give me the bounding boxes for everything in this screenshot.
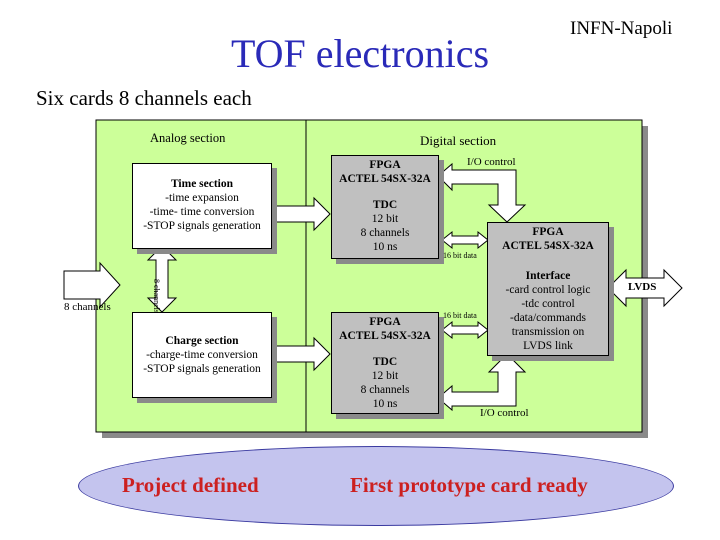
time-to-tdc-arrow	[269, 196, 331, 232]
fpga-top-sub: TDC	[372, 199, 398, 211]
charge-section-line: -charge-time conversion	[146, 349, 258, 361]
fpga-interface-line: LVDS link	[523, 340, 573, 352]
status-project-defined: Project defined	[122, 473, 259, 497]
page-subtitle: Six cards 8 channels each	[36, 86, 252, 110]
fpga-bottom-line: 12 bit	[371, 370, 399, 382]
fpga-interface-sub: Interface	[525, 270, 571, 282]
time-section-line: -time- time conversion	[149, 206, 255, 218]
fpga-bottom-sub: TDC	[372, 356, 398, 368]
fpga-tdc-top-box: FPGA ACTEL 54SX-32A TDC 12 bit 8 channel…	[331, 155, 439, 259]
fpga-interface-line: -data/commands	[509, 312, 586, 324]
fpga-tdc-bottom-box: FPGA ACTEL 54SX-32A TDC 12 bit 8 channel…	[331, 312, 439, 414]
status-ellipse	[78, 446, 674, 526]
lvds-arrow	[607, 268, 683, 308]
fpga-top-line: 10 ns	[372, 241, 398, 253]
fpga-interface-line: -card control logic	[505, 284, 591, 296]
time-section-box: Time section -time expansion -time- time…	[132, 163, 272, 249]
charge-section-title: Charge section	[165, 335, 239, 347]
status-prototype-ready: First prototype card ready	[350, 473, 588, 497]
fpga-interface-title: FPGA	[532, 226, 564, 238]
fpga-bottom-line: 10 ns	[372, 398, 398, 410]
fpga-top-model: ACTEL 54SX-32A	[339, 173, 431, 185]
analog-section-label: Analog section	[150, 131, 226, 145]
charge-section-line: -STOP signals generation	[143, 363, 261, 375]
fpga-top-line: 8 channels	[360, 227, 410, 239]
fpga-interface-model: ACTEL 54SX-32A	[502, 240, 594, 252]
time-section-line: -STOP signals generation	[143, 220, 261, 232]
fpga-top-title: FPGA	[369, 159, 401, 171]
page-title: TOF electronics	[230, 31, 490, 76]
input-channels-label: 8 channels	[64, 301, 111, 313]
data-bus-bottom-label: 16 bit data	[443, 311, 477, 320]
input-arrow	[63, 261, 121, 309]
digital-section-label: Digital section	[420, 133, 497, 148]
analog-link-label: 8 channels	[152, 279, 161, 313]
charge-to-tdc-arrow	[269, 336, 331, 372]
org-label: INFN-Napoli	[570, 18, 673, 39]
fpga-top-line: 12 bit	[371, 213, 399, 225]
fpga-interface-line: transmission on	[511, 326, 585, 338]
time-section-title: Time section	[170, 178, 234, 190]
fpga-bottom-line: 8 channels	[360, 384, 410, 396]
fpga-interface-line: -tdc control	[521, 298, 575, 310]
fpga-bottom-title: FPGA	[369, 316, 401, 328]
charge-section-box: Charge section -charge-time conversion -…	[132, 312, 272, 398]
io-control-bottom-label: I/O control	[480, 407, 529, 419]
fpga-interface-box: FPGA ACTEL 54SX-32A Interface -card cont…	[487, 222, 609, 356]
data-bus-top-label: 16 bit data	[443, 251, 477, 260]
fpga-bottom-model: ACTEL 54SX-32A	[339, 330, 431, 342]
time-section-line: -time expansion	[165, 192, 239, 204]
lvds-label: LVDS	[628, 281, 657, 293]
io-control-top-label: I/O control	[467, 156, 516, 168]
